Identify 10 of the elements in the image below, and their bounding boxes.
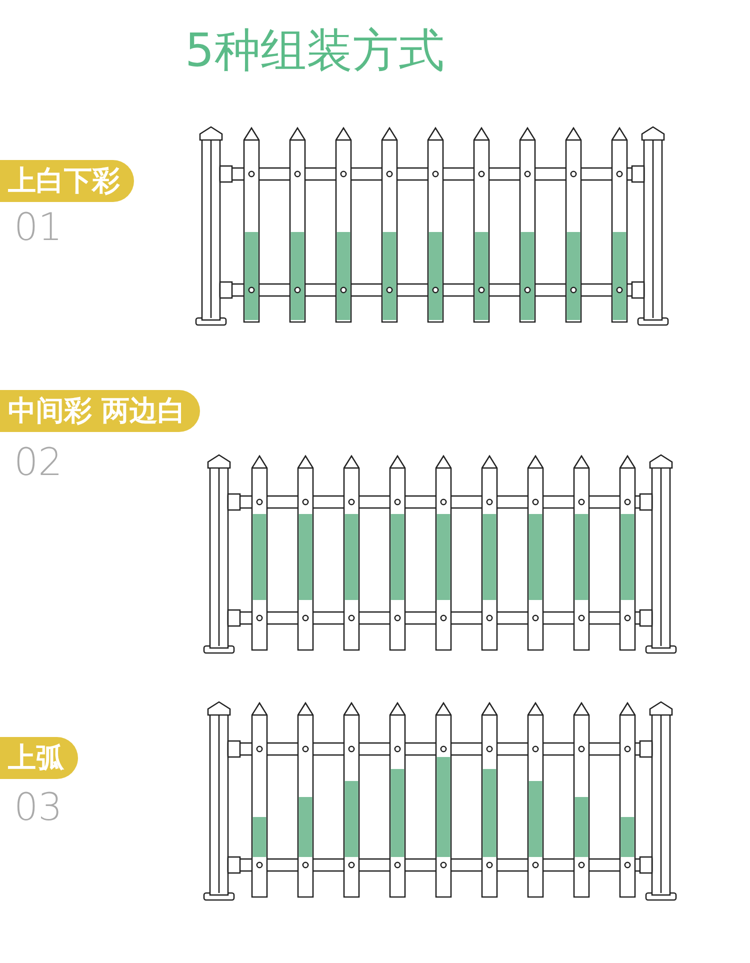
label-tag xyxy=(0,160,134,202)
page-title: 5种组装方式 xyxy=(185,22,444,79)
option-number: 02 xyxy=(14,440,62,484)
style-name: 上白下彩 xyxy=(8,163,120,199)
label-tag xyxy=(0,737,78,779)
style-name: 上弧 xyxy=(8,740,64,776)
option-number: 01 xyxy=(14,205,62,249)
style-name: 中间彩 两边白 xyxy=(8,393,186,429)
option-number: 03 xyxy=(14,785,62,829)
label-tag xyxy=(0,390,200,432)
